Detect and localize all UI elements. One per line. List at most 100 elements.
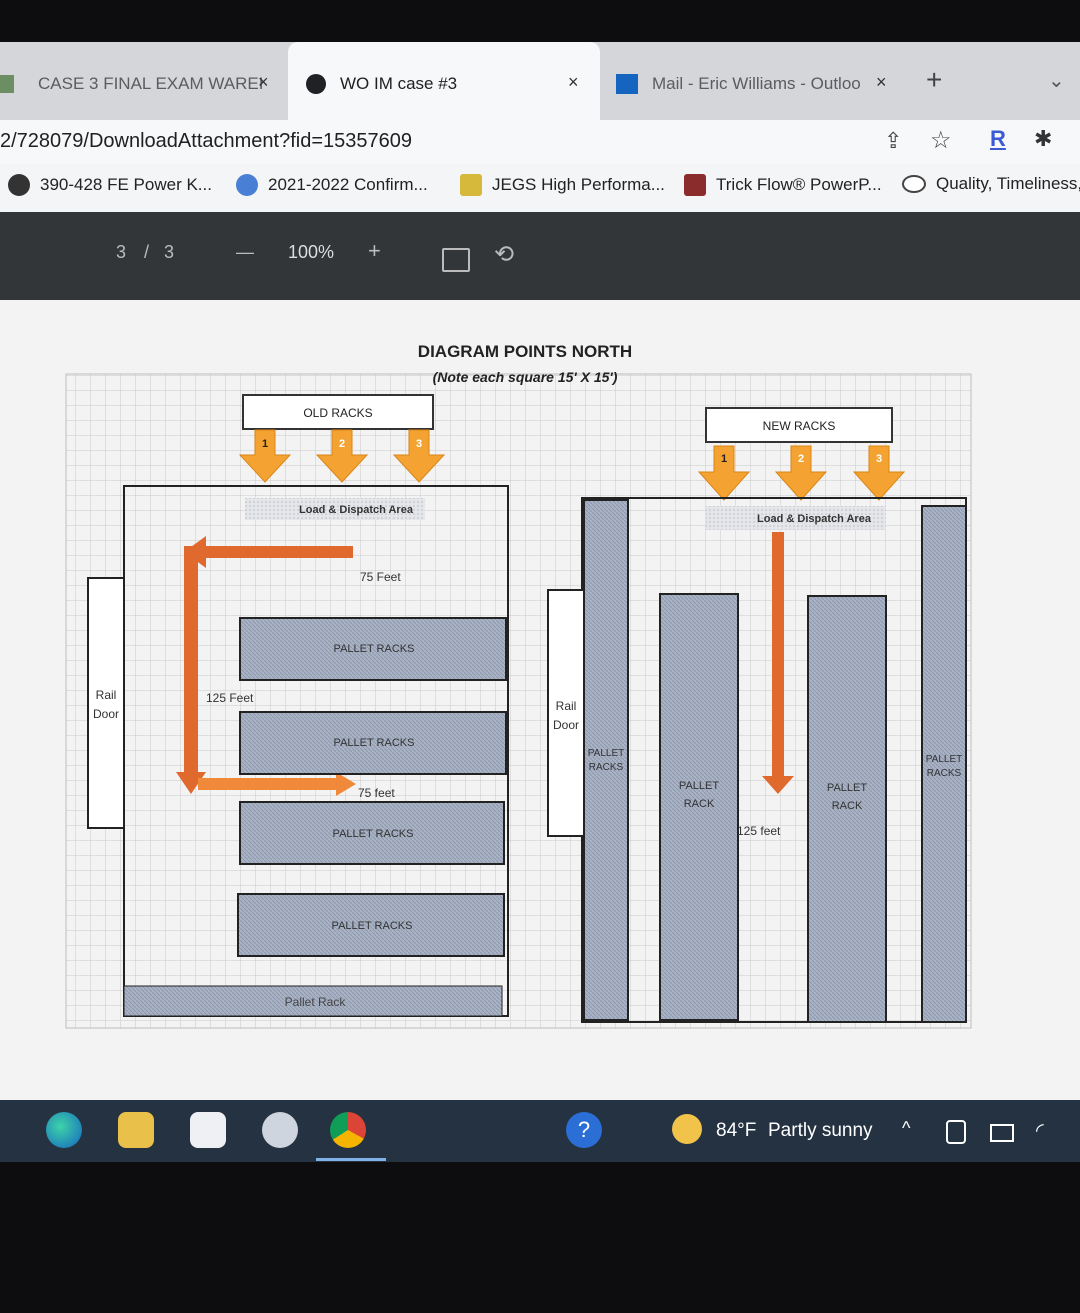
file-explorer-icon[interactable] xyxy=(118,1112,154,1148)
weather-temp[interactable]: 84°F xyxy=(716,1120,757,1141)
close-icon[interactable]: × xyxy=(568,72,579,92)
bookmark-label: Trick Flow® PowerP... xyxy=(716,175,882,194)
app-icon[interactable] xyxy=(262,1112,298,1148)
rail-door-label: Door xyxy=(553,718,579,732)
svg-text:3: 3 xyxy=(876,453,882,465)
chrome-icon[interactable] xyxy=(330,1112,366,1148)
bookmark-confirm[interactable]: 2021-2022 Confirm... xyxy=(236,174,428,196)
bookmark-trick-flow[interactable]: Trick Flow® PowerP... xyxy=(684,174,882,196)
bookmark-label: 2021-2022 Confirm... xyxy=(268,175,428,194)
bookmark-label: 390-428 FE Power K... xyxy=(40,175,212,194)
page-total: 3 xyxy=(164,242,175,262)
document-icon xyxy=(0,75,14,93)
inbound-arrow-1: 1 xyxy=(238,429,292,483)
wifi-icon[interactable]: ◜ xyxy=(1036,1120,1044,1142)
pallet-rack-mid-2: PALLET RACK xyxy=(807,595,887,1023)
rail-door-left xyxy=(87,577,125,829)
pallet-rack-left-column: PALLET RACKS xyxy=(583,499,629,1021)
svg-text:Pallet Rack: Pallet Rack xyxy=(285,995,347,1009)
share-icon[interactable]: ⇪ xyxy=(884,128,903,153)
meet-icon[interactable] xyxy=(946,1120,966,1144)
bookmarks-bar: 390-428 FE Power K... 2021-2022 Confirm.… xyxy=(0,164,1080,213)
bookmark-jegs[interactable]: JEGS High Performa... xyxy=(460,174,665,196)
tab-case3-exam[interactable]: CASE 3 FINAL EXAM WAREI × xyxy=(0,42,285,126)
svg-text:PALLET: PALLET xyxy=(827,782,867,794)
load-dispatch-area xyxy=(245,498,425,520)
rail-door-label: Rail xyxy=(96,688,117,702)
tab-title: Mail - Eric Williams - Outloo xyxy=(652,74,861,93)
inbound-arrow-1: 1 xyxy=(697,445,751,501)
inbound-arrow-2: 2 xyxy=(774,445,828,501)
weather-icon[interactable] xyxy=(672,1114,702,1144)
zoom-level[interactable]: 100% xyxy=(288,242,335,262)
page-current[interactable]: 3 xyxy=(116,242,127,262)
link-icon xyxy=(902,175,926,193)
rail-door-label: Rail xyxy=(556,699,577,713)
zoom-in-button[interactable]: + xyxy=(368,238,381,263)
tab-search-chevron-icon[interactable]: ⌄ xyxy=(1048,70,1065,92)
svg-text:RACK: RACK xyxy=(832,800,863,812)
rail-door-label: Door xyxy=(93,707,119,721)
weather-text[interactable]: Partly sunny xyxy=(768,1120,873,1141)
svg-text:3: 3 xyxy=(416,438,422,450)
rail-door-right xyxy=(547,589,585,837)
new-racks-box xyxy=(705,407,893,443)
address-bar: 2/728079/DownloadAttachment?fid=15357609… xyxy=(0,120,1080,164)
svg-text:PALLET: PALLET xyxy=(926,754,963,765)
new-tab-button[interactable]: + xyxy=(926,64,943,95)
load-dispatch-label: Load & Dispatch Area xyxy=(757,513,872,525)
store-icon[interactable] xyxy=(190,1112,226,1148)
bottom-pallet-rack: Pallet Rack xyxy=(123,985,503,1017)
rotate-icon[interactable]: ⟲ xyxy=(494,241,515,268)
flow-arrow-vertical xyxy=(762,532,794,794)
pallet-rack: PALLET RACKS xyxy=(237,893,505,957)
close-icon[interactable]: × xyxy=(258,72,269,92)
svg-text:2: 2 xyxy=(339,438,345,450)
zoom-out-button[interactable]: — xyxy=(236,242,254,262)
puzzle-icon[interactable]: ✱ xyxy=(1034,126,1053,151)
help-icon[interactable]: ? xyxy=(566,1112,602,1148)
extension-r-icon[interactable]: R xyxy=(990,126,1006,151)
svg-text:1: 1 xyxy=(262,438,268,450)
dimension-label-top: 75 Feet xyxy=(360,570,401,584)
old-racks-label: OLD RACKS xyxy=(303,406,372,420)
old-racks-box xyxy=(242,394,434,430)
bookmark-power-k[interactable]: 390-428 FE Power K... xyxy=(8,174,212,196)
taskbar: ? 84°F Partly sunny ^ ◜ xyxy=(0,1100,1080,1162)
tray-chevron-icon[interactable]: ^ xyxy=(902,1118,911,1138)
pallet-rack-mid-1: PALLET RACK xyxy=(659,593,739,1021)
tab-title: WO IM case #3 xyxy=(340,74,458,93)
tab-wo-im-case3[interactable]: WO IM case #3 × xyxy=(288,42,600,126)
url-text[interactable]: 2/728079/DownloadAttachment?fid=15357609 xyxy=(0,130,412,152)
fit-page-icon[interactable] xyxy=(442,248,470,272)
svg-text:PALLET RACKS: PALLET RACKS xyxy=(333,828,414,840)
close-icon[interactable]: × xyxy=(876,72,887,92)
battery-icon[interactable] xyxy=(990,1124,1014,1142)
pallet-rack: PALLET RACKS xyxy=(239,801,505,865)
load-dispatch-area xyxy=(706,506,886,530)
tab-mail-outlook[interactable]: Mail - Eric Williams - Outloo × xyxy=(606,42,906,126)
pdf-page-area: DIAGRAM POINTS NORTH (Note each square 1… xyxy=(0,300,1080,1100)
inbound-arrow-3: 3 xyxy=(852,445,906,501)
flow-arrow-path xyxy=(176,536,356,796)
edge-icon[interactable] xyxy=(46,1112,82,1148)
svg-text:RACKS: RACKS xyxy=(589,762,624,773)
svg-text:2: 2 xyxy=(798,453,804,465)
tab-strip: CASE 3 FINAL EXAM WAREI × WO IM case #3 … xyxy=(0,42,1080,126)
bookmark-label: JEGS High Performa... xyxy=(492,175,665,194)
svg-text:PALLET RACKS: PALLET RACKS xyxy=(334,643,415,655)
page-separator: / xyxy=(144,242,150,262)
load-dispatch-label: Load & Dispatch Area xyxy=(299,504,414,516)
jegs-icon xyxy=(460,174,482,196)
svg-text:PALLET: PALLET xyxy=(679,780,719,792)
bookmark-quality[interactable]: Quality, Timeliness, xyxy=(902,174,1080,194)
wordpress-icon xyxy=(8,174,30,196)
globe-icon xyxy=(306,74,326,94)
dimension-label: 125 feet xyxy=(737,824,781,838)
outlook-icon xyxy=(616,74,638,94)
tab-title: CASE 3 FINAL EXAM WAREI xyxy=(38,74,264,93)
star-icon[interactable]: ☆ xyxy=(930,127,952,154)
warehouse-diagram: DIAGRAM POINTS NORTH (Note each square 1… xyxy=(0,300,1080,1100)
inbound-arrow-2: 2 xyxy=(315,429,369,483)
new-racks-label: NEW RACKS xyxy=(763,419,836,433)
